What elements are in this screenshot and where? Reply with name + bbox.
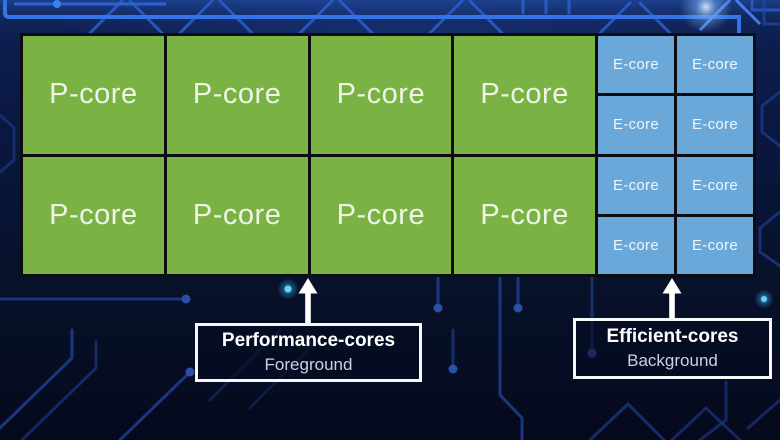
p-core-cell: P-core <box>23 36 164 154</box>
e-core-section: E-core E-core E-core E-core E-core E-cor… <box>598 36 753 274</box>
e-core-cell: E-core <box>598 216 674 274</box>
p-core-section: P-core P-core P-core P-core P-core P-cor… <box>23 36 595 274</box>
e-core-cell: E-core <box>598 36 674 94</box>
glow-dots <box>277 278 774 309</box>
e-core-cell: E-core <box>677 156 753 214</box>
performance-cores-label-box: Performance-cores Foreground <box>195 323 422 382</box>
p-core-cell: P-core <box>454 36 595 154</box>
e-core-cell: E-core <box>677 216 753 274</box>
e-core-cell: E-core <box>677 96 753 154</box>
core-grid: P-core P-core P-core P-core P-core P-cor… <box>20 33 756 277</box>
performance-cores-title: Performance-cores <box>221 330 396 352</box>
p-core-cell: P-core <box>310 36 452 154</box>
p-core-cell: P-core <box>166 156 308 274</box>
efficient-cores-title: Efficient-cores <box>606 326 739 348</box>
e-core-cell: E-core <box>677 36 753 94</box>
p-core-cell: P-core <box>454 156 595 274</box>
background-circuit-traces <box>0 90 780 440</box>
p-core-cell: P-core <box>166 36 308 154</box>
e-core-cell: E-core <box>598 96 674 154</box>
e-core-cell: E-core <box>598 156 674 214</box>
p-core-cell: P-core <box>310 156 452 274</box>
p-core-cell: P-core <box>23 156 164 274</box>
efficient-cores-subtitle: Background <box>627 350 718 370</box>
top-circuit-band <box>0 0 780 35</box>
efficient-cores-label-box: Efficient-cores Background <box>573 318 772 379</box>
performance-cores-subtitle: Foreground <box>264 354 353 374</box>
